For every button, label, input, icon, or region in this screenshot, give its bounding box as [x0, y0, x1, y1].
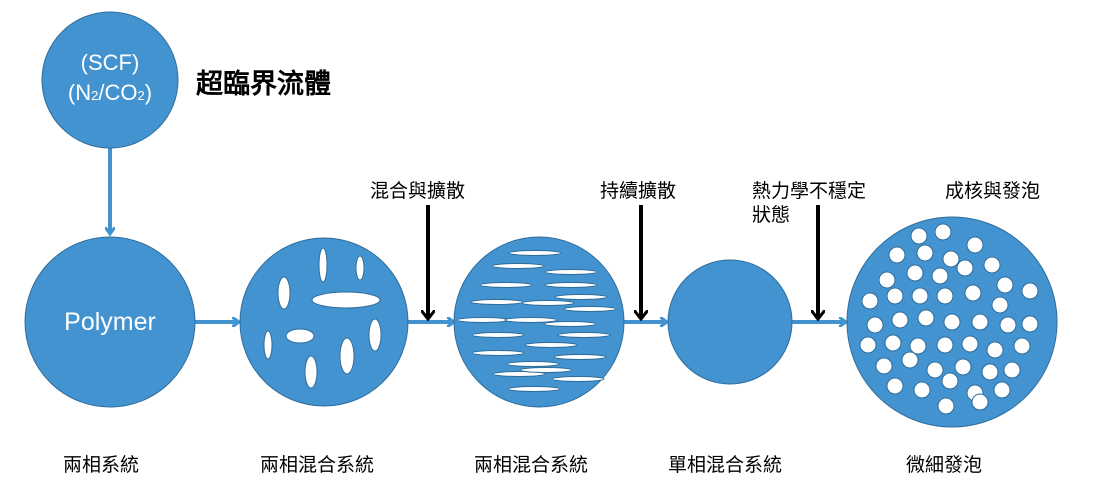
- elongated-droplet: [553, 354, 607, 360]
- elongated-droplet: [508, 250, 562, 256]
- elongated-droplet: [479, 282, 533, 288]
- polymer-label: Polymer: [64, 308, 156, 336]
- bubble: [917, 309, 935, 327]
- bubble: [936, 336, 954, 354]
- bubble: [999, 316, 1017, 334]
- bubble: [983, 256, 1001, 274]
- elongated-droplet: [563, 306, 617, 312]
- bubble: [878, 271, 896, 289]
- bubble: [866, 316, 884, 334]
- stage-label-5: 微細發泡: [906, 454, 983, 476]
- elongated-droplet: [557, 332, 611, 338]
- scf-circle: [41, 11, 179, 149]
- elongated-droplet: [554, 294, 608, 300]
- droplet: [285, 328, 315, 344]
- bubble: [916, 244, 934, 262]
- bubble: [859, 336, 877, 354]
- droplet: [355, 255, 365, 281]
- bubble: [961, 335, 979, 353]
- bubble: [971, 393, 989, 411]
- bubble: [884, 334, 902, 352]
- bubble: [993, 381, 1011, 399]
- elongated-droplet: [551, 376, 605, 382]
- bubble: [926, 361, 944, 379]
- elongated-droplet: [507, 386, 561, 392]
- scf-title: 超臨界流體: [196, 69, 331, 100]
- droplet: [277, 276, 291, 310]
- bubble: [888, 246, 906, 264]
- bubble: [1021, 315, 1039, 333]
- elongated-droplet: [519, 367, 573, 373]
- elongated-droplet: [492, 371, 546, 377]
- bubble: [971, 313, 989, 331]
- elongated-droplet: [524, 342, 578, 348]
- elongated-droplet: [491, 263, 545, 269]
- bubble: [910, 227, 928, 245]
- stage-label-1: 兩相系統: [63, 454, 140, 476]
- bubble: [909, 337, 927, 355]
- stage-label-4: 單相混合系統: [668, 454, 783, 476]
- droplet: [304, 355, 318, 389]
- scf-label: (SCF) (N2/CO2): [52, 48, 168, 111]
- bubble: [943, 313, 961, 331]
- bubble: [942, 250, 960, 268]
- bubble: [886, 287, 904, 305]
- bubble: [906, 264, 924, 282]
- scf-line2: (N2/CO2): [67, 80, 153, 105]
- bubble: [996, 276, 1014, 294]
- bubble: [981, 363, 999, 381]
- elongated-droplet: [544, 282, 598, 288]
- bubble: [913, 381, 931, 399]
- bubble: [1003, 361, 1021, 379]
- bubble: [964, 284, 982, 302]
- process-label-state: 狀態: [752, 204, 791, 226]
- droplet: [311, 291, 381, 309]
- bubbles: [859, 223, 1039, 415]
- elongated-droplet: [506, 361, 560, 367]
- scf-line1: (SCF): [80, 50, 140, 75]
- elongated-droplet: [471, 332, 525, 338]
- elongated-droplet: [470, 299, 524, 305]
- droplet: [368, 318, 382, 352]
- process-label-continued-diffusion: 持續擴散: [600, 180, 677, 202]
- bubble: [1013, 337, 1031, 355]
- bubble: [937, 397, 955, 415]
- elongated-droplet: [521, 300, 575, 306]
- bubble: [861, 292, 879, 310]
- droplets-elongated: [456, 250, 617, 392]
- bubble: [966, 236, 984, 254]
- bubble: [941, 372, 959, 390]
- bubble: [1021, 282, 1039, 300]
- droplet: [263, 330, 273, 360]
- bubble: [931, 267, 949, 285]
- process-label-mix-diffuse: 混合與擴散: [370, 180, 466, 202]
- elongated-droplet: [471, 350, 525, 356]
- bubble: [875, 357, 893, 375]
- stage-label-3: 兩相混合系統: [474, 454, 589, 476]
- elongated-droplet: [543, 321, 597, 327]
- bubble: [956, 259, 974, 277]
- polymer-circle: [24, 236, 196, 408]
- droplets-coarse: [263, 247, 382, 389]
- bubble: [891, 311, 909, 329]
- bubble: [901, 351, 919, 369]
- process-label-nucleation: 成核與發泡: [945, 180, 1041, 202]
- droplet: [339, 337, 355, 375]
- bubble: [911, 287, 929, 305]
- bubble: [954, 358, 972, 376]
- bubble: [986, 341, 1004, 359]
- elongated-droplet: [456, 317, 510, 323]
- process-label-thermo-unstable: 熱力學不穩定: [752, 180, 867, 202]
- bubble: [886, 377, 904, 395]
- stage-label-2: 兩相混合系統: [260, 454, 375, 476]
- single-phase-circle: [667, 259, 793, 385]
- elongated-droplet: [544, 269, 598, 275]
- elongated-droplet: [504, 317, 558, 323]
- bubble: [936, 287, 954, 305]
- bubble: [934, 223, 952, 241]
- bubble: [991, 296, 1009, 314]
- droplet: [318, 247, 328, 283]
